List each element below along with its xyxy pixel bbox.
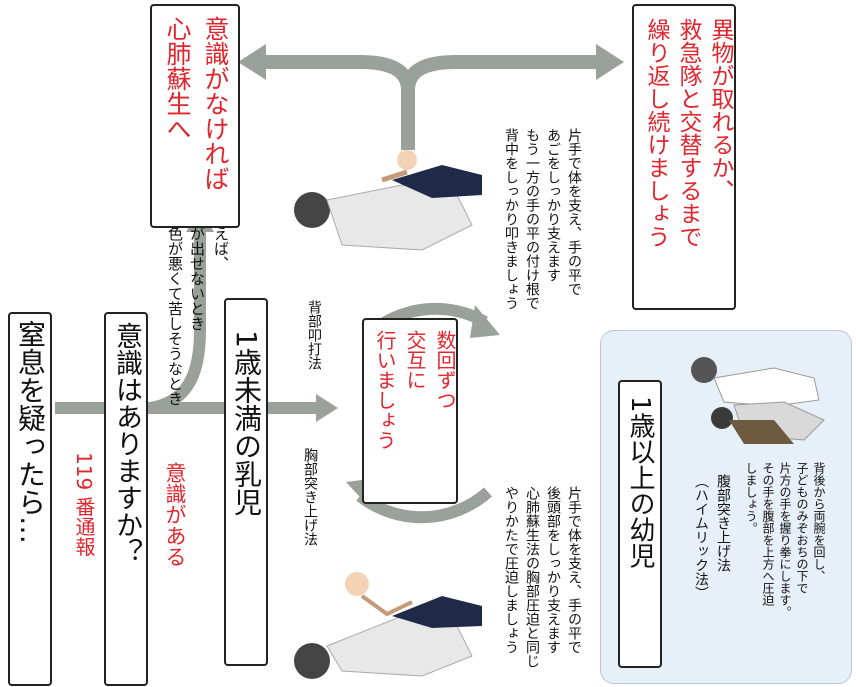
infant-back-blow-illustration	[282, 150, 492, 280]
child-instructions: 背後から両腕を回し、 子どものみぞおちの下で 片方の手を握り拳にします。 その手…	[744, 462, 826, 618]
question-box: 意識はありますか？	[104, 312, 148, 686]
chest-thrust-instructions: 片手で体を支え、手の平で 後頭部をしっかり支えます 心肺蘇生法の胸部圧迫と同じ …	[503, 486, 582, 668]
arrow-head-infant	[316, 394, 338, 422]
start-box: 窒息を疑ったら…	[8, 312, 52, 686]
example-item-voice: ・声が出せないとき	[188, 196, 206, 331]
infant-title: 1歳未満の乳児	[230, 330, 263, 516]
back-blow-instructions: 片手で体を支え、手の平で あごをしっかり支えます もう一方の手の平の付け根で 背…	[503, 128, 582, 310]
arrow-head-right	[596, 44, 624, 80]
start-title: 窒息を疑ったら…	[14, 320, 47, 544]
conscious-branch-label: 意識がある	[163, 462, 187, 567]
arrow-to-cpr	[148, 228, 206, 414]
child-title-box: 1歳以上の幼児	[618, 380, 662, 668]
child-title: 1歳以上の幼児	[625, 396, 655, 569]
chest-method-label: 胸部突き上げ法	[302, 448, 318, 546]
question-label: 意識はありますか？	[111, 322, 142, 565]
infant-title-box: 1歳未満の乳児	[224, 298, 268, 666]
arrow-head-left	[238, 44, 266, 80]
back-method-label: 背部叩打法	[306, 300, 322, 370]
child-method: 腹部突き上げ法 （ハイムリック法）	[693, 474, 731, 600]
cycle-box: 数回ずつ 交互に 行いましょう	[362, 318, 458, 504]
cycle-label: 数回ずつ 交互に 行いましょう	[373, 330, 457, 450]
cpr-box: 意識がなければ 心肺蘇生へ	[150, 4, 240, 228]
cycle-arrow-bottom	[356, 487, 492, 524]
goal-label: 異物が取れるか、 救急隊と交替するまで 繰り返し続けましょう	[643, 18, 733, 248]
goal-box: 異物が取れるか、 救急隊と交替するまで 繰り返し続けましょう	[632, 4, 736, 310]
call-119-text: 119 番通報	[72, 452, 96, 557]
example-item-face: ・顔色が悪くて苦しそうなとき	[166, 196, 184, 406]
cpr-label: 意識がなければ 心肺蘇生へ	[163, 16, 230, 191]
infant-chest-thrust-illustration	[282, 556, 492, 686]
child-heimlich-illustration	[691, 357, 825, 444]
